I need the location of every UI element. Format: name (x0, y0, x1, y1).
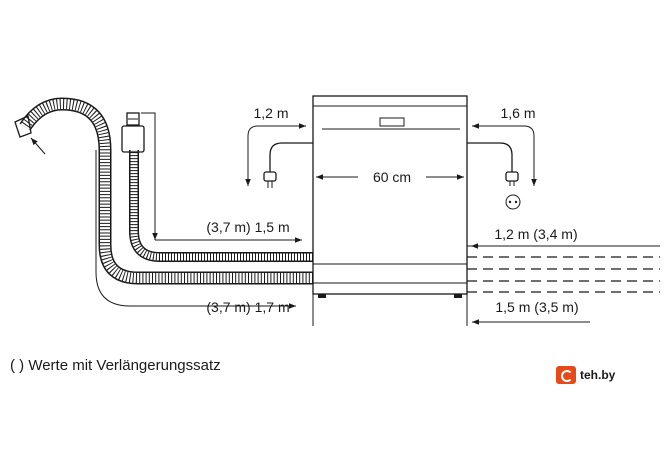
hoses-right: 1,2 m (3,4 m) 1,5 m (3,5 m) (466, 226, 660, 326)
water-valve-icon (121, 125, 145, 153)
water-right-label: 1,2 m (3,4 m) (494, 226, 577, 242)
drain-hook-icon (14, 115, 32, 138)
width-dimension: 60 cm (316, 169, 464, 185)
power-left-label: 1,2 m (253, 105, 288, 121)
footnote: ( ) Werte mit Verlängerungssatz (10, 357, 221, 374)
width-label: 60 cm (373, 169, 411, 185)
inlet-hose-left (121, 112, 313, 262)
watermark: teh.by (556, 365, 658, 385)
drain-right-label: 1,5 m (3,5 m) (495, 299, 578, 315)
dishwasher-outline (312, 95, 468, 298)
watermark-logo-icon (556, 366, 576, 384)
left-dimensions: (3,7 m) 1,5 m (3,7 m) 1,7 m (155, 219, 314, 326)
socket-icon (505, 194, 521, 210)
drain-left-label: (3,7 m) 1,7 m (206, 299, 289, 315)
drain-hose-left (14, 97, 313, 309)
water-left-label: (3,7 m) 1,5 m (206, 219, 289, 235)
power-cord-right: 1,6 m (467, 105, 537, 210)
watermark-text: teh.by (580, 368, 616, 382)
power-right-label: 1,6 m (500, 105, 535, 121)
power-cord-left: 1,2 m (245, 105, 313, 188)
